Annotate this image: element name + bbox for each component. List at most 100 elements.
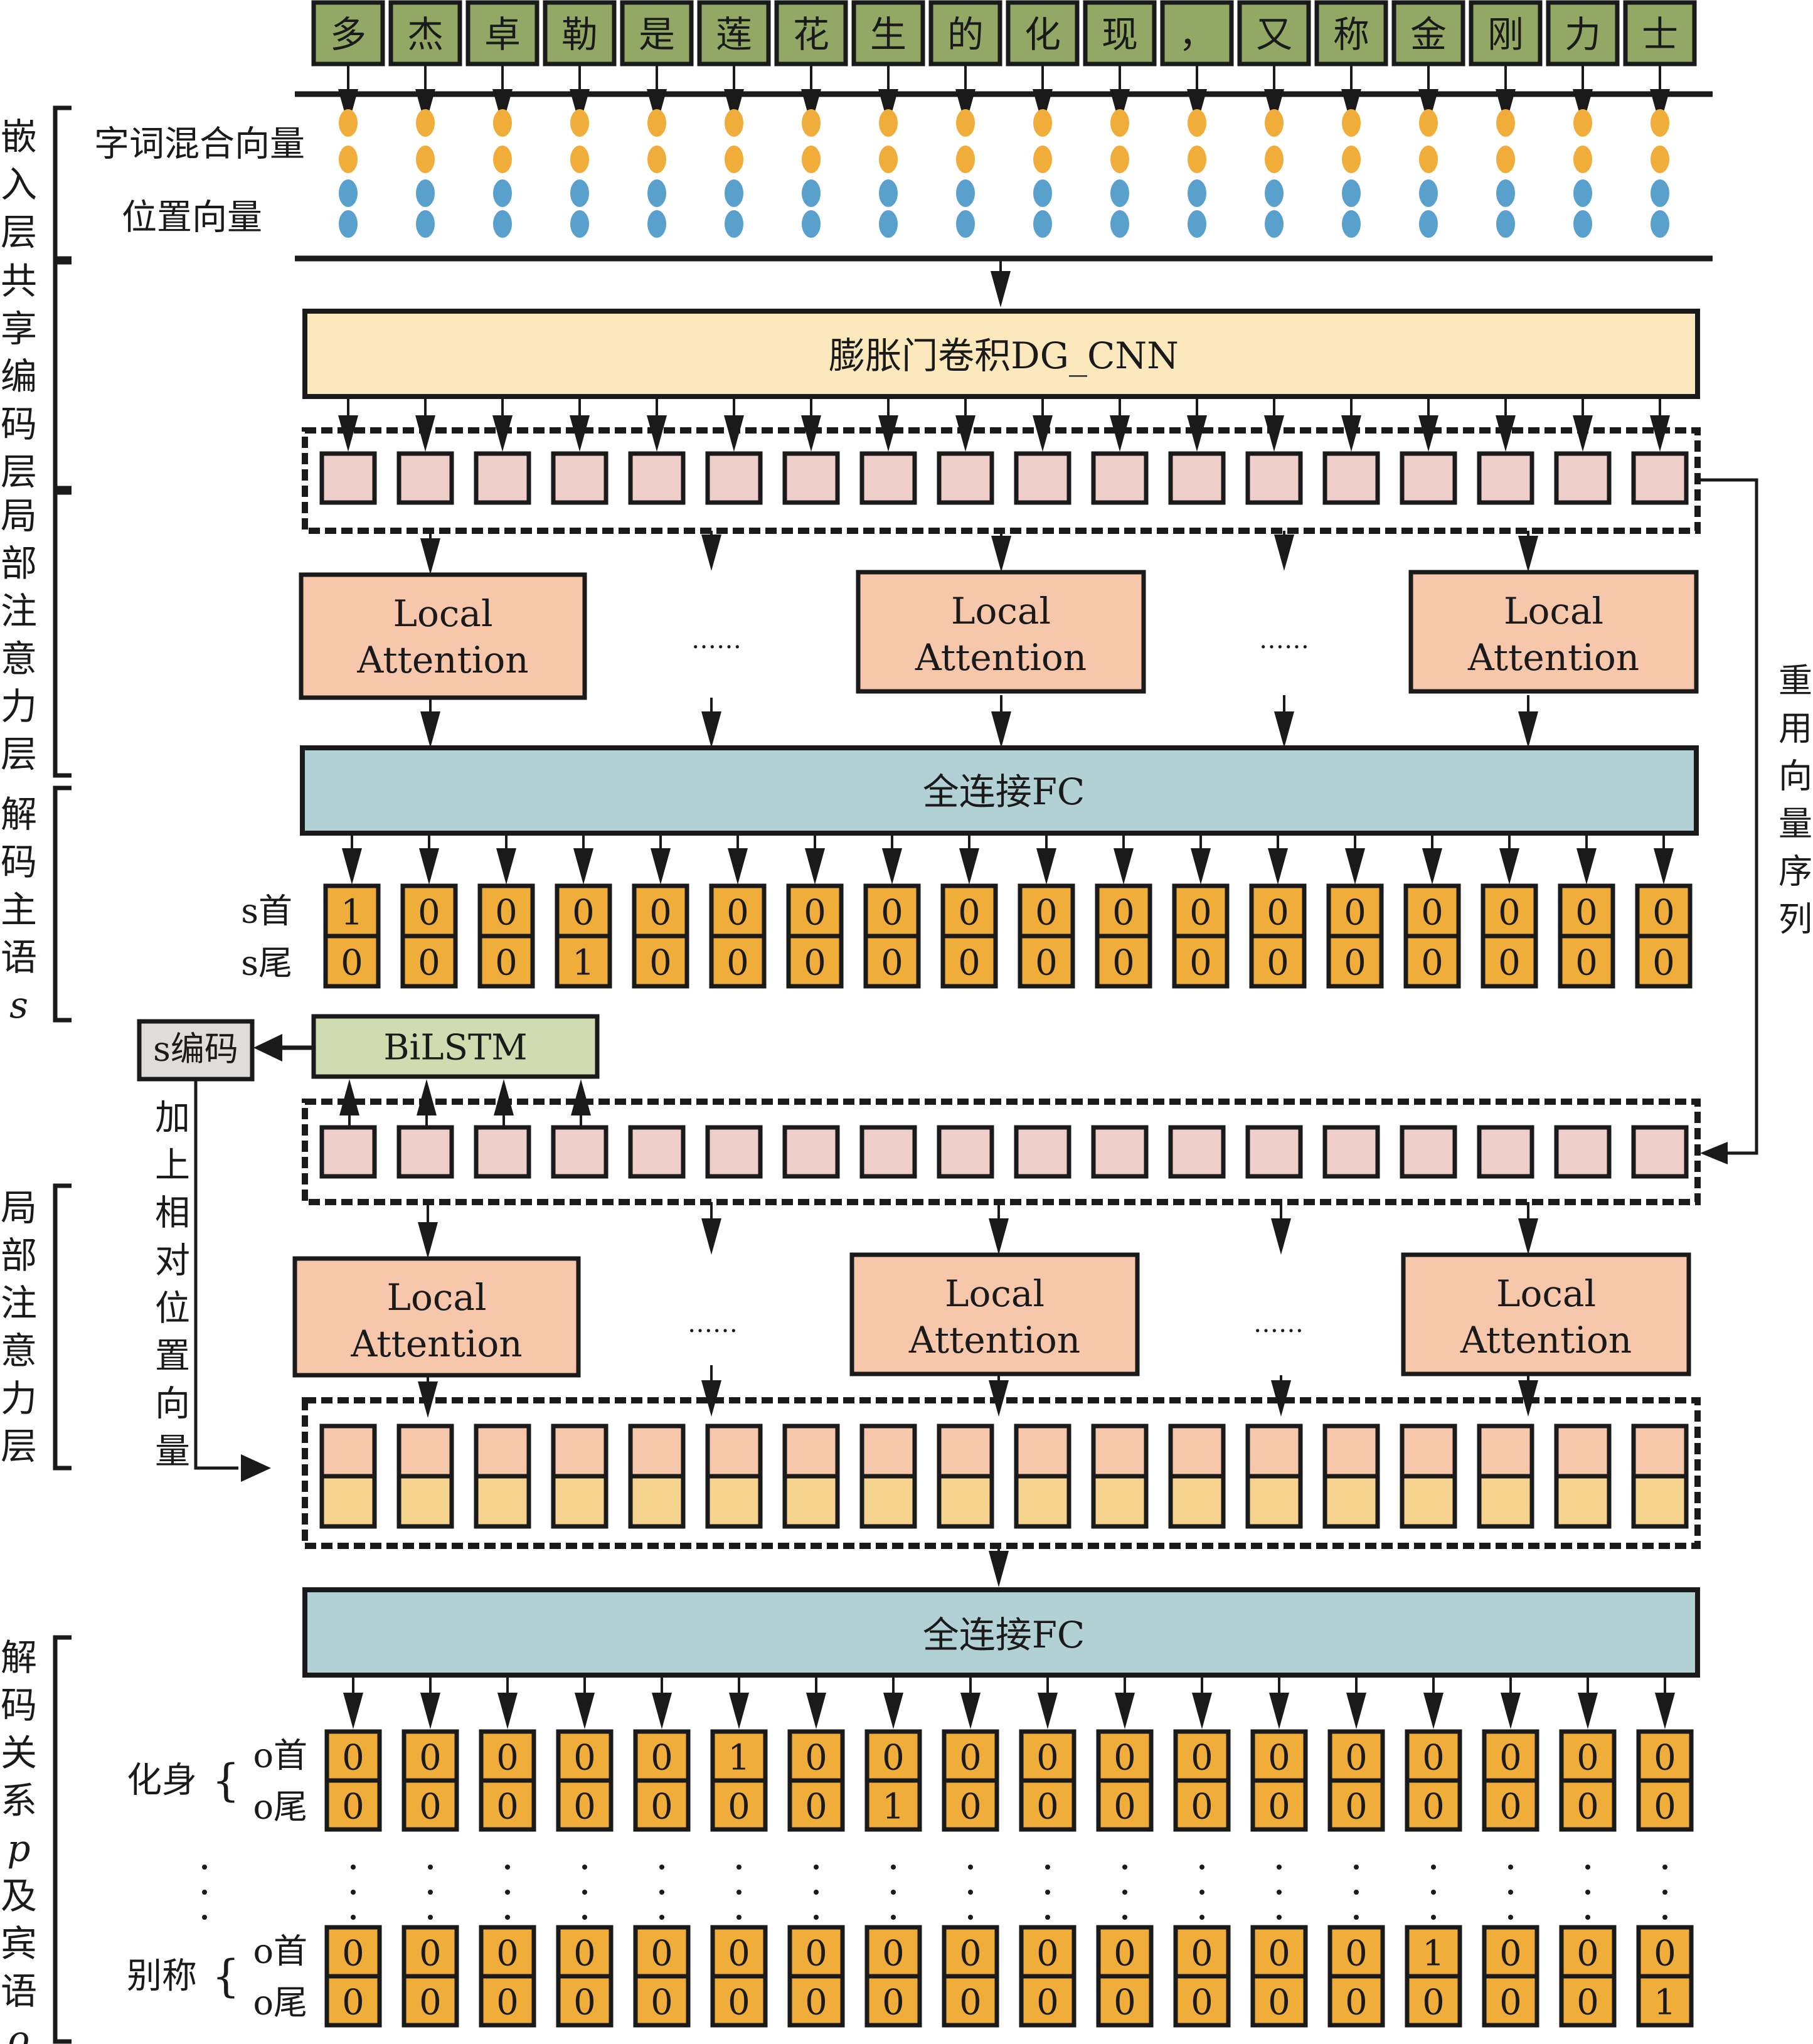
object-tail-value: 0 <box>1114 1787 1136 1828</box>
arrow-head <box>343 1693 363 1729</box>
token-box <box>465 0 540 67</box>
subject-head-cell <box>1635 883 1693 939</box>
embedding-layer-label-char: 入 <box>1 163 37 206</box>
subject-tail-label: s尾 <box>241 944 292 983</box>
fused-relpos-cell <box>705 1474 763 1529</box>
fused-relpos-cell <box>1091 1474 1149 1529</box>
decode-subject-bracket <box>53 785 72 1023</box>
relation-output-column: 00 <box>1636 1675 1694 1832</box>
bracket-line <box>53 785 72 1023</box>
ellipsis-dot <box>659 1915 664 1920</box>
position-vector-dot <box>339 179 358 207</box>
reuse-arrow-head <box>1700 1142 1728 1164</box>
ellipsis-dot <box>505 1915 510 1920</box>
word-vector-dot <box>1265 146 1284 173</box>
dashed-container <box>302 1099 1701 1205</box>
dgcnn-box <box>302 309 1700 399</box>
relation-output-column: 01 <box>864 1675 922 1832</box>
fc-output-arrow <box>1655 1675 1675 1729</box>
fused-attention-cell <box>1631 1424 1689 1479</box>
local-attention-label-line2: Attention <box>350 1323 522 1365</box>
word-vector-dot <box>1419 146 1438 173</box>
arrow-head <box>415 415 435 452</box>
object-head-value: 0 <box>959 1738 982 1779</box>
position-vector-dot <box>1496 179 1515 207</box>
object-head-value: 0 <box>1114 1738 1136 1779</box>
subject-head-value: 0 <box>1421 893 1443 934</box>
object-tail-value: 0 <box>1499 1787 1522 1828</box>
input-token: 多 <box>311 0 385 125</box>
ellipsis-dot <box>1585 1890 1590 1895</box>
object-head-cell <box>1559 1729 1617 1783</box>
subject-tail-value: 0 <box>1189 943 1212 984</box>
decode-subject-label-char: 语 <box>1 936 37 979</box>
word-vector-dot <box>1419 109 1438 137</box>
local-attention-box <box>292 1256 581 1378</box>
position-vector-dot <box>647 210 666 238</box>
local-attention-layer-1-label-char: 部 <box>1 542 37 585</box>
arrow-head <box>1655 1693 1675 1729</box>
object-tail-label: o尾 <box>253 1787 307 1827</box>
fused-relpos-cell <box>1477 1474 1534 1529</box>
object-tail-cell <box>864 1778 922 1832</box>
ellipsis-dot <box>1431 1890 1436 1895</box>
to-attention-arrow <box>1274 531 1294 571</box>
subject-head-cell <box>863 883 921 939</box>
encoded-vector-cell <box>1245 451 1303 505</box>
position-vector-dot <box>1573 210 1592 238</box>
arrow-head <box>1114 848 1134 885</box>
subject-output-column: 00 <box>709 833 767 989</box>
subject-head-value: 0 <box>495 893 518 934</box>
word-vector-dot <box>1342 146 1361 173</box>
subject-tail-value: 0 <box>418 943 440 984</box>
ellipsis-dot <box>1354 1890 1359 1895</box>
object-tail-cell <box>1327 1778 1385 1832</box>
dgcnn-output-arrow <box>415 397 435 452</box>
relation-output-column: 01 <box>1636 1925 1694 2028</box>
to-attention-arrow <box>991 531 1011 572</box>
position-vector-dot <box>570 179 589 207</box>
input-token: ， <box>1160 0 1234 125</box>
object-head-cell <box>787 1925 845 1979</box>
position-vector-dot <box>1419 179 1438 207</box>
object-head-value: 0 <box>882 1934 905 1974</box>
object-head-value: 0 <box>573 1738 596 1779</box>
relpos-path-line <box>194 1079 238 1470</box>
bracket-line <box>53 1635 72 2044</box>
arrow-head <box>1110 89 1130 125</box>
ellipsis-dot <box>736 1890 742 1895</box>
ellipsis-dot <box>1045 1865 1050 1870</box>
fc-output-arrow <box>729 1675 749 1729</box>
shared-encoding-layer-bracket <box>53 260 72 491</box>
dgcnn-output-arrow <box>801 397 821 452</box>
object-head-cell <box>1019 1925 1077 1979</box>
fc-output-arrow <box>419 833 439 885</box>
decode-relation-label-char: 宾 <box>1 1922 37 1965</box>
input-token: 又 <box>1237 0 1311 125</box>
subject-output-column: 00 <box>1558 833 1615 989</box>
arrow-head <box>415 89 435 125</box>
ellipsis-dot <box>1122 1915 1127 1920</box>
ellipsis-dot <box>505 1890 510 1895</box>
fused-relpos-cell <box>628 1474 686 1529</box>
ellipsis-dot <box>1662 1865 1667 1870</box>
arrow-head <box>652 1693 672 1729</box>
local-attention-label-line2: Attention <box>915 636 1087 679</box>
arrow-head <box>1187 415 1207 452</box>
subject-output-column: 00 <box>1326 833 1384 989</box>
object-head-value: 0 <box>1036 1738 1059 1779</box>
subject-tail-value: 0 <box>1344 943 1366 984</box>
reused-vector-row <box>302 1099 1701 1205</box>
arrow-head <box>989 1218 1009 1255</box>
object-tail-value: 0 <box>419 1983 442 2023</box>
object-head-value: 0 <box>1036 1934 1059 1974</box>
position-vector-dot <box>1496 210 1515 238</box>
ellipsis-dot <box>582 1915 587 1920</box>
position-vector-dot <box>725 179 743 207</box>
object-tail-cell <box>787 1974 845 2028</box>
fc-output-arrow <box>342 833 362 885</box>
word-vector-dot <box>802 109 821 137</box>
ellipsis-dot <box>1431 1865 1436 1870</box>
arrow-head <box>494 1079 514 1115</box>
